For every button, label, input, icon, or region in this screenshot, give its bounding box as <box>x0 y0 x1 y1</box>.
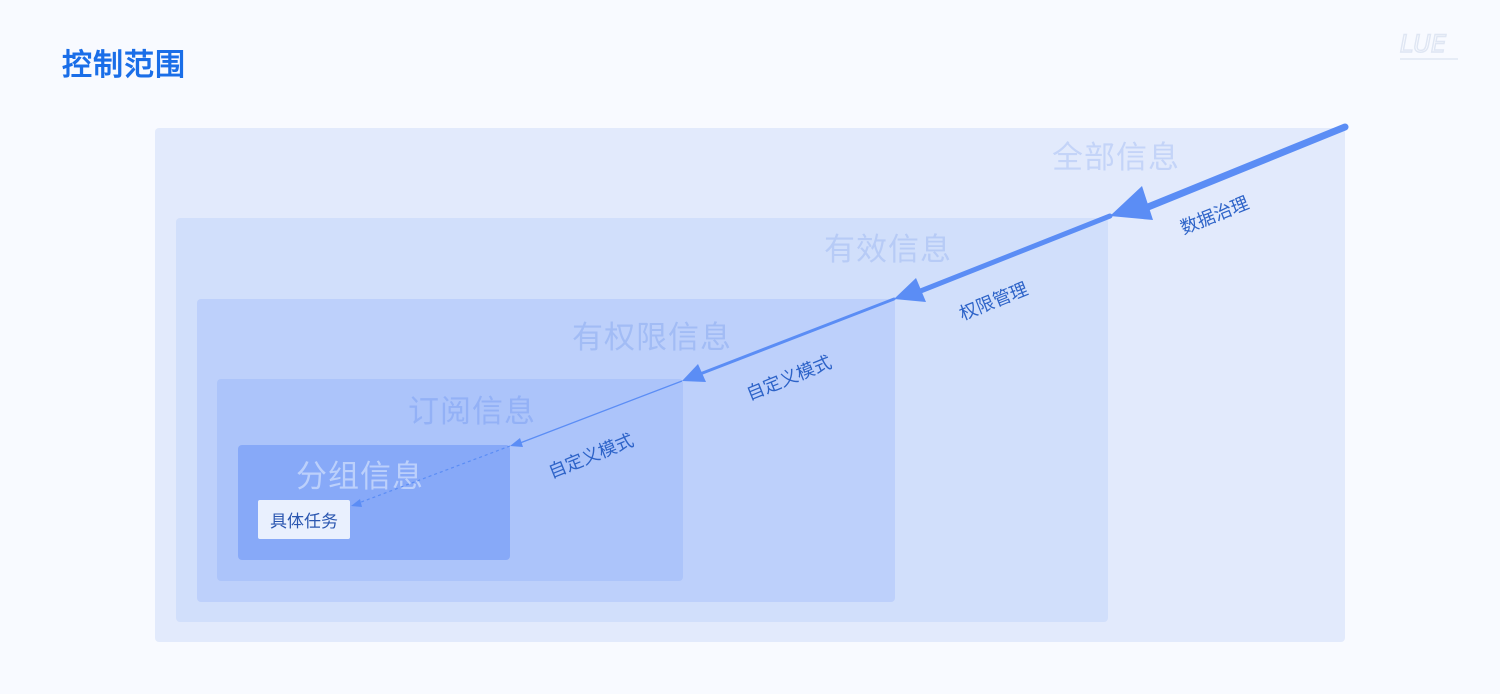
arrow-permission-line <box>915 213 1113 295</box>
scope-all-info-label: 全部信息 <box>1052 140 1180 176</box>
arrow-custom2-head <box>510 438 523 447</box>
arrow-permission-head <box>894 278 926 302</box>
svg-text:LUE: LUE <box>1400 30 1447 58</box>
scope-valid-info-label: 有效信息 <box>824 232 952 268</box>
scope-authorized-info-label: 有权限信息 <box>572 320 732 356</box>
page-title: 控制范围 <box>62 48 186 83</box>
arrow-task-head <box>351 499 362 507</box>
scope-subscribed-info-label: 订阅信息 <box>408 394 536 430</box>
arrow-custom1-line <box>698 297 896 376</box>
specific-task-box: 具体任务 <box>258 500 350 539</box>
arrow-governance-line <box>1144 123 1349 211</box>
scope-group-info-label: 分组信息 <box>296 459 424 495</box>
arrow-governance-head <box>1110 186 1153 220</box>
arrow-custom1-head <box>682 364 706 382</box>
arrow-custom2-line <box>519 380 683 444</box>
arrow-task-dashed-line <box>355 445 511 505</box>
lue-logo: LUE <box>1399 30 1458 60</box>
